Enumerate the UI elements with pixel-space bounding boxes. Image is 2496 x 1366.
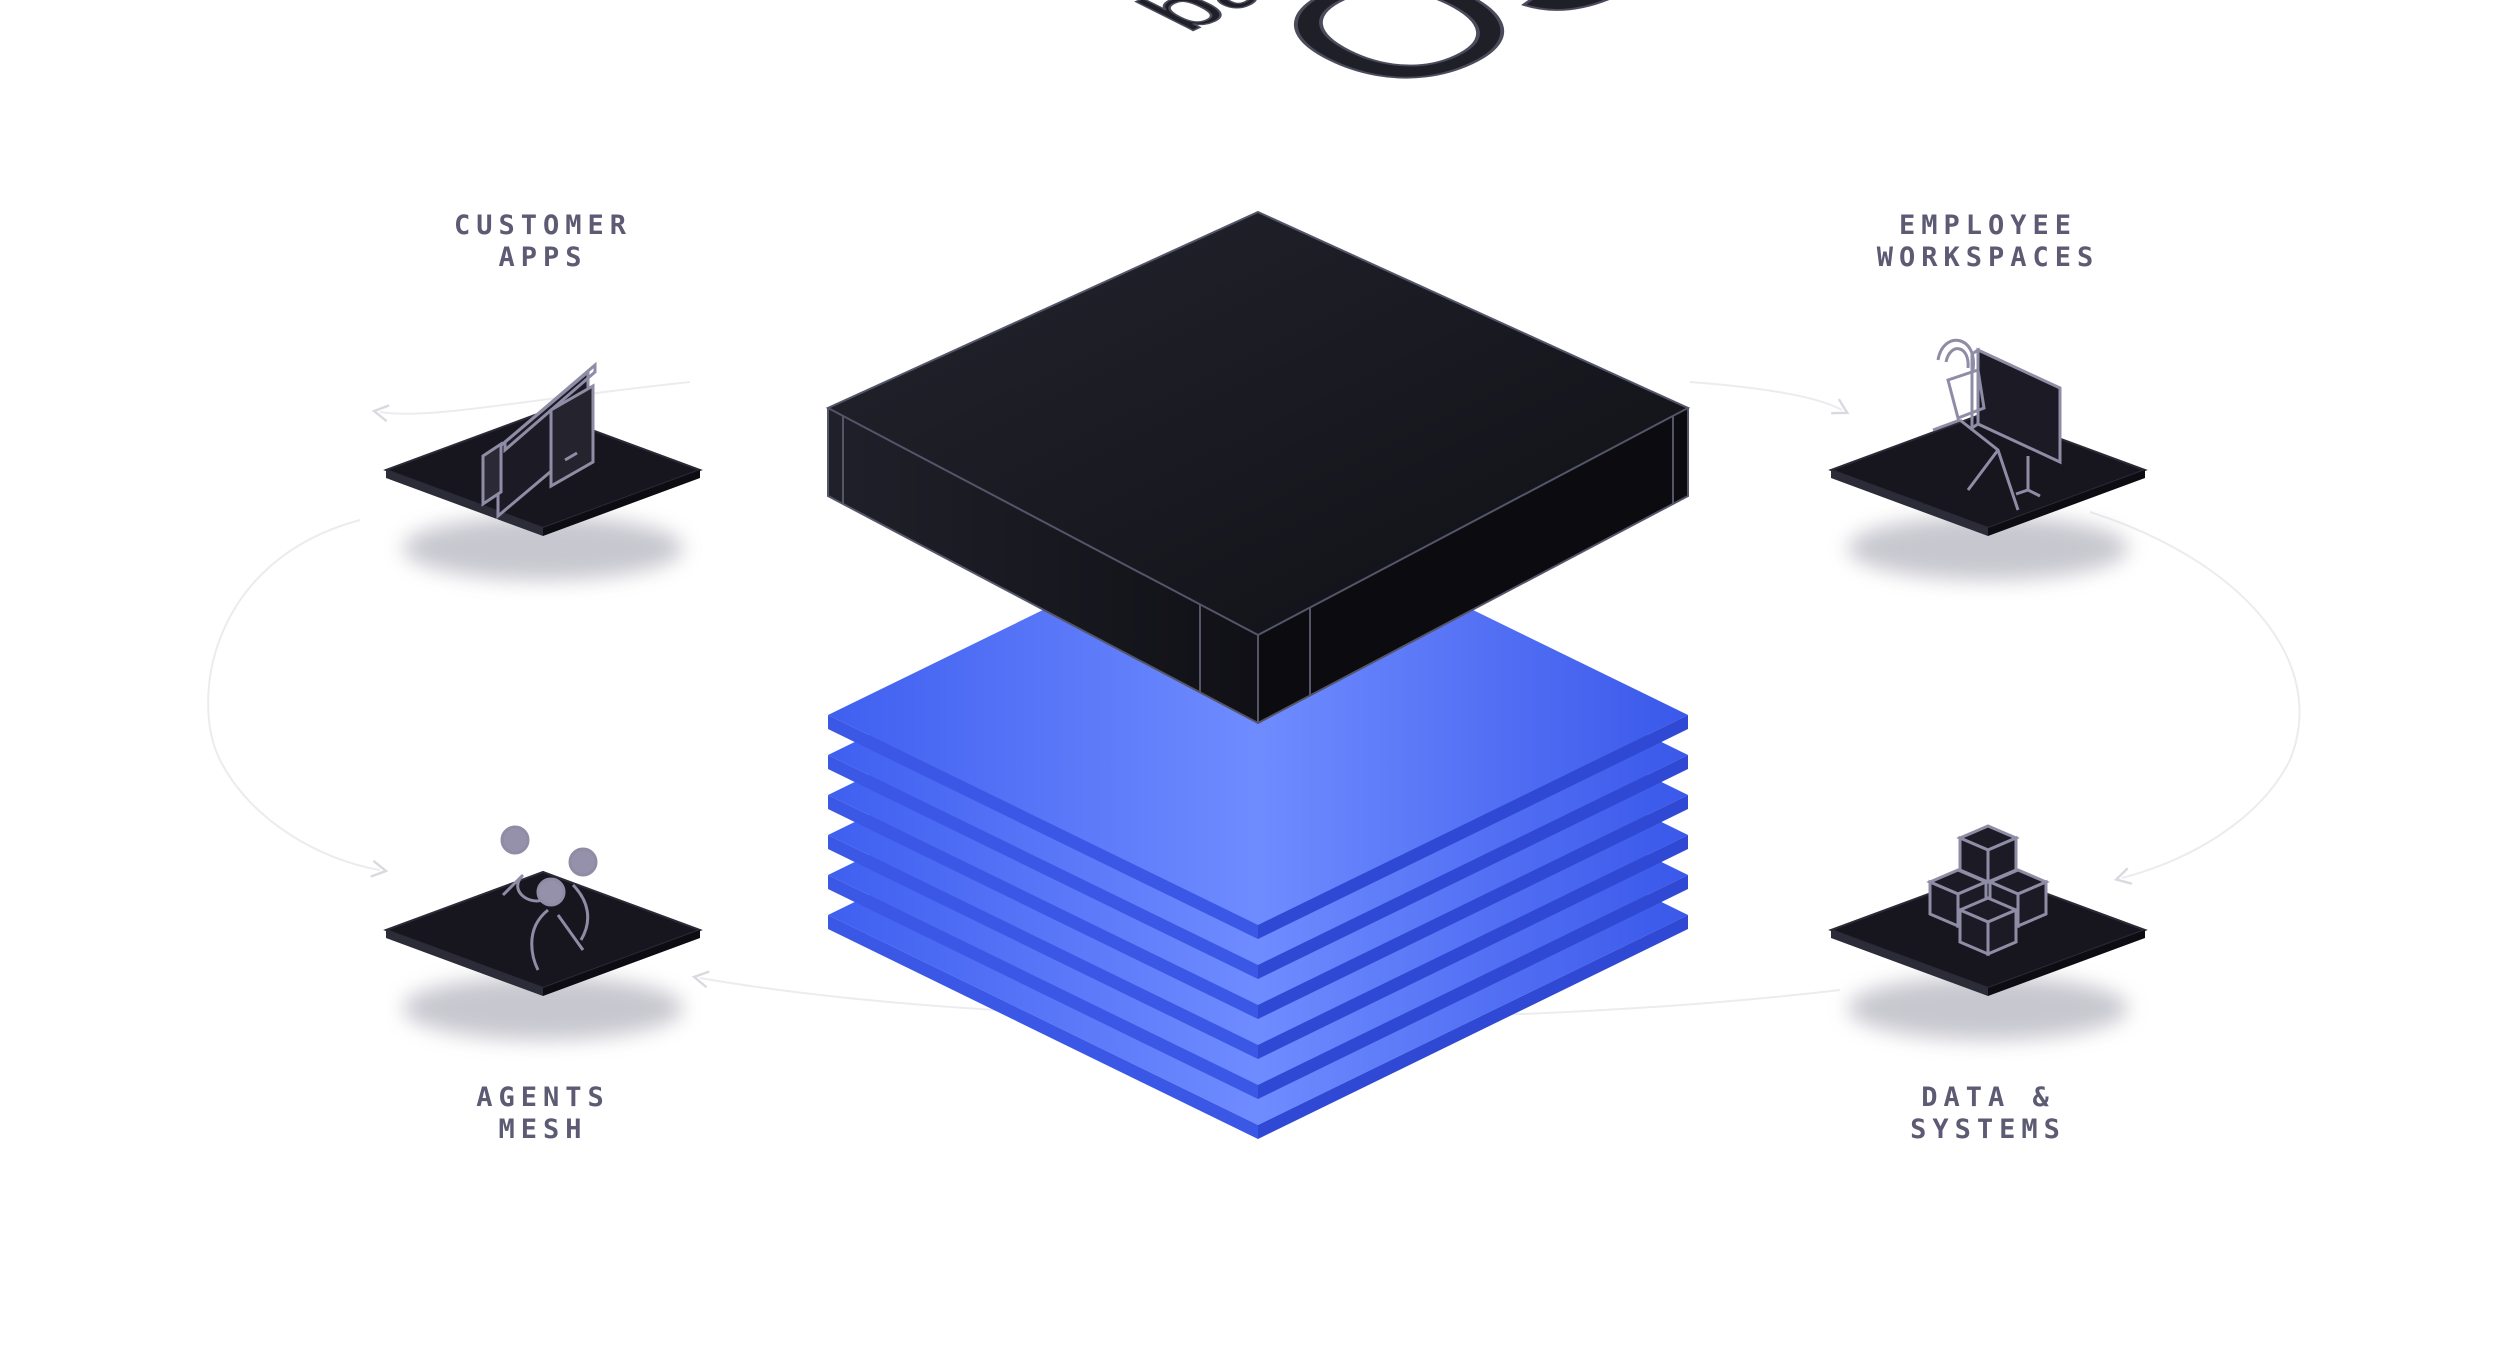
label-employee-workspaces: EMPLOYEE WORKSPACES <box>1788 210 2188 274</box>
label-data-systems-line2: SYSTEMS <box>1910 1114 2066 1145</box>
devices-icon <box>481 361 597 520</box>
cubes-icon <box>1926 824 2050 957</box>
title-large-text: OS <box>1207 0 1726 121</box>
os-top-block <box>825 210 1691 725</box>
label-employee-workspaces-line1: EMPLOYEE <box>1898 210 2078 241</box>
label-agents-mesh-line2: MESH <box>498 1114 588 1145</box>
label-employee-workspaces-line2: WORKSPACES <box>1876 242 2100 273</box>
os-title: banking OS <box>1115 0 1728 122</box>
label-data-systems: DATA & SYSTEMS <box>1788 1082 2188 1146</box>
label-agents-mesh: AGENTS MESH <box>343 1082 743 1146</box>
label-agents-mesh-line1: AGENTS <box>476 1082 610 1113</box>
label-customer-apps-line1: CUSTOMER <box>453 210 633 241</box>
workstation-icon <box>1932 338 2062 511</box>
label-customer-apps: CUSTOMER APPS <box>343 210 743 274</box>
node-agents-mesh <box>383 825 703 1040</box>
platform-layers <box>828 505 1688 1139</box>
label-data-systems-line1: DATA & <box>1921 1082 2055 1113</box>
label-customer-apps-line2: APPS <box>498 242 588 273</box>
node-data-systems <box>1828 824 2148 1040</box>
node-employee-workspaces <box>1828 338 2148 580</box>
agents-icon <box>500 825 598 971</box>
node-customer-apps <box>383 361 703 580</box>
